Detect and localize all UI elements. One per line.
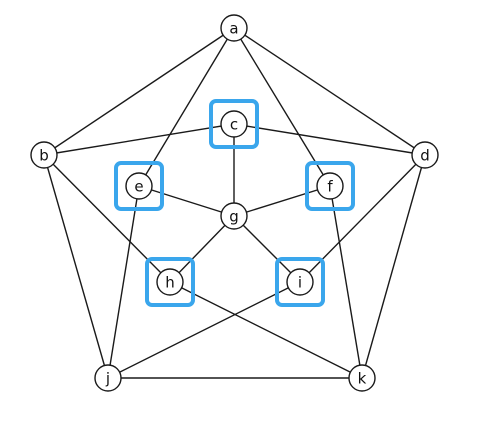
edge-f-k <box>329 185 363 379</box>
node-j: j <box>94 364 122 392</box>
edge-a-b <box>43 27 235 156</box>
edge-d-k <box>361 154 426 379</box>
node-circle-a <box>220 14 248 42</box>
highlight-box-f <box>305 161 355 211</box>
node-label-k: k <box>358 370 367 388</box>
node-circle-k <box>348 364 376 392</box>
edge-f-g <box>233 185 331 217</box>
edge-h-k <box>169 281 363 379</box>
node-circle-j <box>94 364 122 392</box>
node-circle-d <box>411 141 439 169</box>
edge-g-h <box>169 215 235 283</box>
node-label-h: h <box>165 274 175 292</box>
node-label-d: d <box>420 147 430 165</box>
node-label-f: f <box>327 178 333 196</box>
node-k: k <box>348 364 376 392</box>
highlight-box-h <box>145 257 195 307</box>
edge-c-d <box>233 123 426 156</box>
node-circle-c <box>220 110 248 138</box>
node-label-b: b <box>39 147 49 165</box>
node-label-c: c <box>230 116 238 134</box>
highlight-box-e <box>114 161 164 211</box>
node-label-j: j <box>105 370 110 388</box>
edge-b-c <box>43 123 235 156</box>
edge-a-e <box>138 27 235 187</box>
node-b: b <box>30 141 58 169</box>
node-d: d <box>411 141 439 169</box>
node-label-a: a <box>229 20 238 38</box>
node-layer: a b c d e f g h i j k <box>30 14 439 392</box>
node-circle-f <box>316 172 344 200</box>
node-circle-e <box>125 172 153 200</box>
edge-layer <box>43 27 426 379</box>
node-i: i <box>286 268 314 296</box>
edge-b-j <box>43 154 109 379</box>
node-c: c <box>220 110 248 138</box>
node-circle-g <box>220 202 248 230</box>
highlight-layer <box>114 99 355 307</box>
edge-a-f <box>233 27 331 187</box>
node-f: f <box>316 172 344 200</box>
highlight-box-i <box>275 257 325 307</box>
node-label-i: i <box>298 274 302 292</box>
edge-e-g <box>138 185 235 217</box>
node-h: h <box>156 268 184 296</box>
node-g: g <box>220 202 248 230</box>
highlight-box-c <box>209 99 259 149</box>
edge-i-j <box>107 281 301 379</box>
node-circle-b <box>30 141 58 169</box>
edge-a-d <box>233 27 426 156</box>
node-circle-i <box>286 268 314 296</box>
edge-e-j <box>107 185 140 379</box>
node-e: e <box>125 172 153 200</box>
node-label-e: e <box>134 178 143 196</box>
node-circle-h <box>156 268 184 296</box>
edge-d-i <box>299 154 426 283</box>
node-a: a <box>220 14 248 42</box>
edge-g-i <box>233 215 301 283</box>
node-label-g: g <box>229 208 239 226</box>
